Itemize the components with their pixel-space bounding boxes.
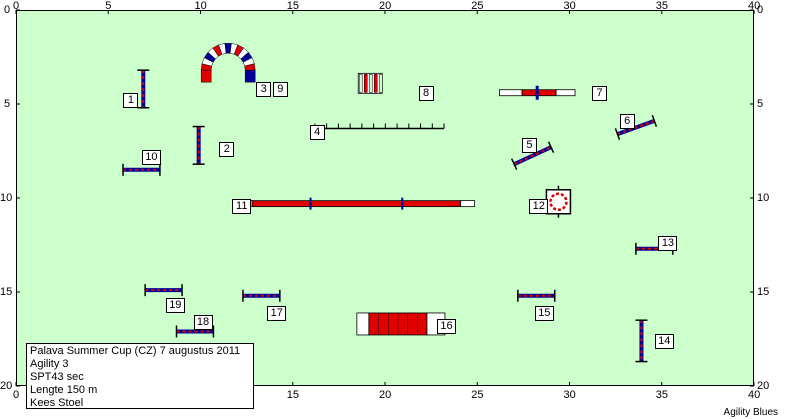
- dogwalk-ramp-right: [460, 200, 476, 208]
- y-tick-left: 5: [4, 98, 11, 110]
- x-tick-bottom: 0: [13, 389, 20, 401]
- course-info-panel: Palava Summer Cup (CZ) 7 augustus 2011 A…: [26, 343, 254, 409]
- obstacle-number-9: 9: [272, 81, 288, 97]
- info-line-event: Palava Summer Cup (CZ) 7 augustus 2011: [30, 345, 241, 357]
- jump-pole: [617, 119, 655, 136]
- info-line-spt: SPT43 sec: [30, 371, 84, 383]
- x-tick-bottom: 25: [471, 389, 484, 401]
- info-line-judge: Kees Stoel: [30, 397, 84, 409]
- wall-plank: [368, 74, 373, 93]
- x-tick-top: 0: [13, 0, 20, 12]
- obstacle-number-1: 1: [123, 93, 139, 109]
- obstacle-number-5: 5: [521, 138, 537, 154]
- x-tick-top: 5: [105, 0, 112, 12]
- obstacle-number-15: 15: [534, 305, 554, 321]
- y-tick-right: 10: [757, 192, 770, 204]
- x-tick-bottom: 20: [379, 389, 392, 401]
- x-tick-top: 30: [563, 0, 576, 12]
- jump-wing: [510, 158, 518, 170]
- obstacle-number-17: 17: [267, 305, 287, 321]
- wall-plank: [363, 74, 368, 93]
- obstacle-number-2: 2: [219, 142, 235, 158]
- seesaw-plank: [521, 89, 557, 97]
- x-tick-bottom: 35: [655, 389, 668, 401]
- jump-wing: [547, 141, 555, 154]
- x-tick-top: 25: [471, 0, 484, 12]
- tyre-ring: [549, 192, 568, 212]
- info-line-length: Lengte 150 m: [30, 384, 98, 396]
- y-tick-left: 10: [0, 192, 13, 204]
- x-tick-top: 15: [286, 0, 299, 12]
- dogwalk-plank: [251, 200, 462, 208]
- obstacle-number-10: 10: [141, 149, 161, 165]
- wall-plank: [378, 74, 383, 93]
- seesaw-end: [555, 89, 576, 97]
- x-tick-bottom: 30: [563, 389, 576, 401]
- y-tick-right: 15: [757, 286, 770, 298]
- tunnel-end: [244, 69, 256, 83]
- obstacle-number-18: 18: [193, 315, 213, 331]
- obstacle-number-6: 6: [619, 113, 635, 129]
- chute-entry: [356, 312, 370, 336]
- y-tick-right: 20: [757, 380, 770, 392]
- info-line-class: Agility 3: [30, 358, 69, 370]
- x-tick-top: 10: [194, 0, 207, 12]
- obstacle-number-11: 11: [232, 198, 252, 214]
- y-tick-left: 20: [0, 380, 13, 392]
- obstacle-number-3: 3: [256, 81, 272, 97]
- x-tick-top: 40: [748, 0, 761, 12]
- seesaw-end: [498, 89, 523, 97]
- wall-plank: [358, 74, 363, 93]
- y-tick-right: 0: [757, 4, 764, 16]
- y-tick-right: 5: [757, 98, 764, 110]
- jump-wing: [614, 128, 621, 140]
- x-tick-top: 35: [655, 0, 668, 12]
- wall-plank: [373, 74, 378, 93]
- obstacle-number-7: 7: [592, 85, 608, 101]
- obstacle-number-14: 14: [654, 333, 674, 349]
- obstacle-number-4: 4: [309, 125, 325, 141]
- obstacle-number-16: 16: [437, 318, 457, 334]
- tunnel-end: [200, 69, 212, 83]
- obstacle-number-12: 12: [529, 198, 549, 214]
- brand-label: Agility Blues: [723, 407, 778, 418]
- obstacle-number-19: 19: [165, 298, 185, 314]
- x-tick-bottom: 40: [748, 389, 761, 401]
- obstacle-number-8: 8: [418, 85, 434, 101]
- obstacle-number-13: 13: [658, 236, 678, 252]
- jump-wing: [651, 115, 658, 127]
- jump-pole: [513, 146, 552, 166]
- y-tick-left: 0: [4, 4, 11, 16]
- x-tick-top: 20: [379, 0, 392, 12]
- x-tick-bottom: 15: [286, 389, 299, 401]
- y-tick-left: 15: [0, 286, 13, 298]
